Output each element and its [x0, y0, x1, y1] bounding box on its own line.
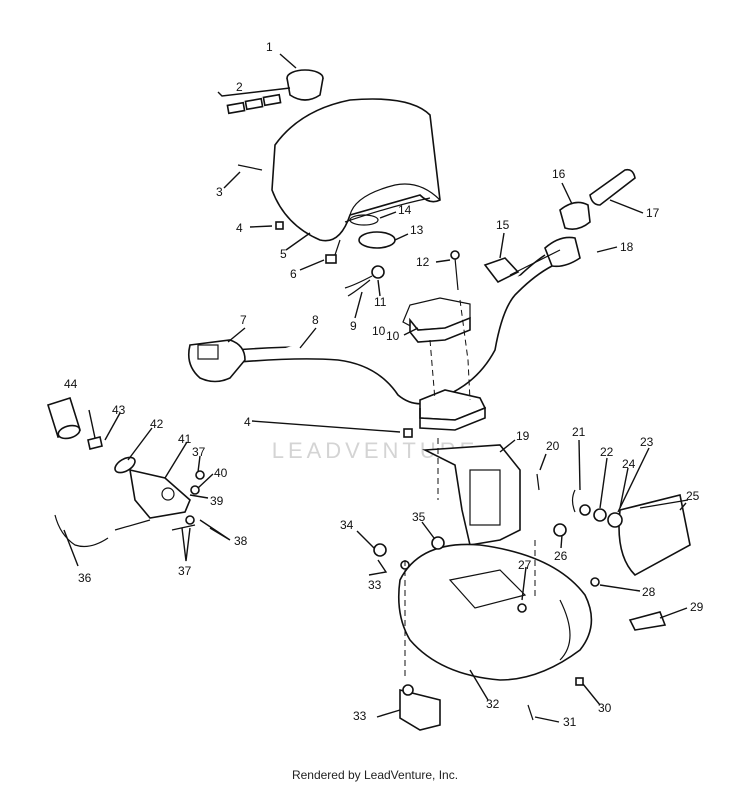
- callout-32: 32: [486, 697, 500, 711]
- callout-1: 1: [266, 40, 273, 54]
- callout-21: 21: [572, 425, 586, 439]
- callout-6: 6: [290, 267, 297, 281]
- callout-43: 43: [112, 403, 126, 417]
- callout-16: 16: [552, 167, 566, 181]
- callout-10-repeat: 10: [372, 324, 386, 338]
- callout-13: 13: [410, 223, 424, 237]
- callout-14: 14: [398, 203, 412, 217]
- callout-5: 5: [280, 247, 287, 261]
- callout-18: 18: [620, 240, 634, 254]
- exploded-parts-diagram: 1 2 3 4 5 6 7 8 9 10 11 12 13 14 15 16 1…: [46, 40, 704, 731]
- callout-4: 4: [236, 221, 243, 235]
- callout-2: 2: [236, 80, 243, 94]
- callout-35: 35: [412, 510, 426, 524]
- callout-29: 29: [690, 600, 704, 614]
- callout-22: 22: [600, 445, 614, 459]
- leader-lines: [63, 53, 688, 723]
- callout-37-repeat: 37: [178, 564, 192, 578]
- callout-40: 40: [214, 466, 228, 480]
- handlebar-drawing: [187, 168, 636, 438]
- callout-24: 24: [622, 457, 636, 471]
- callout-23: 23: [640, 435, 654, 449]
- callout-37-top: 37: [192, 445, 206, 459]
- callout-15: 15: [496, 218, 510, 232]
- callout-33-bottom: 33: [353, 709, 367, 723]
- callout-9: 9: [350, 319, 357, 333]
- callout-7: 7: [240, 313, 247, 327]
- handlebar-cover-drawing: [226, 69, 441, 297]
- switch-housing-drawing: [46, 396, 205, 548]
- callout-12: 12: [416, 255, 430, 269]
- callout-44: 44: [64, 377, 78, 391]
- footer-credit: Rendered by LeadVenture, Inc.: [291, 768, 459, 782]
- callout-10-top: 10: [386, 329, 400, 343]
- callout-26: 26: [554, 549, 568, 563]
- callout-31: 31: [563, 715, 577, 729]
- callout-25: 25: [686, 489, 700, 503]
- callout-8: 8: [312, 313, 319, 327]
- callout-19: 19: [516, 429, 530, 443]
- callout-28: 28: [642, 585, 656, 599]
- callout-34: 34: [340, 518, 354, 532]
- callout-labels: 1 2 3 4 5 6 7 8 9 10 11 12 13 14 15 16 1…: [64, 40, 704, 729]
- callout-20: 20: [546, 439, 560, 453]
- callout-33-repeat: 33: [368, 578, 382, 592]
- callout-11: 11: [374, 295, 387, 309]
- callout-42: 42: [150, 417, 164, 431]
- callout-39: 39: [210, 494, 224, 508]
- callout-3: 3: [216, 185, 223, 199]
- lower-assembly-drawing: [373, 438, 691, 731]
- callout-41: 41: [178, 432, 192, 446]
- callout-36: 36: [78, 571, 92, 585]
- callout-38: 38: [234, 534, 248, 548]
- callout-30: 30: [598, 701, 612, 715]
- callout-27: 27: [518, 558, 532, 572]
- callout-17: 17: [646, 206, 660, 220]
- callout-4-repeat: 4: [244, 415, 251, 429]
